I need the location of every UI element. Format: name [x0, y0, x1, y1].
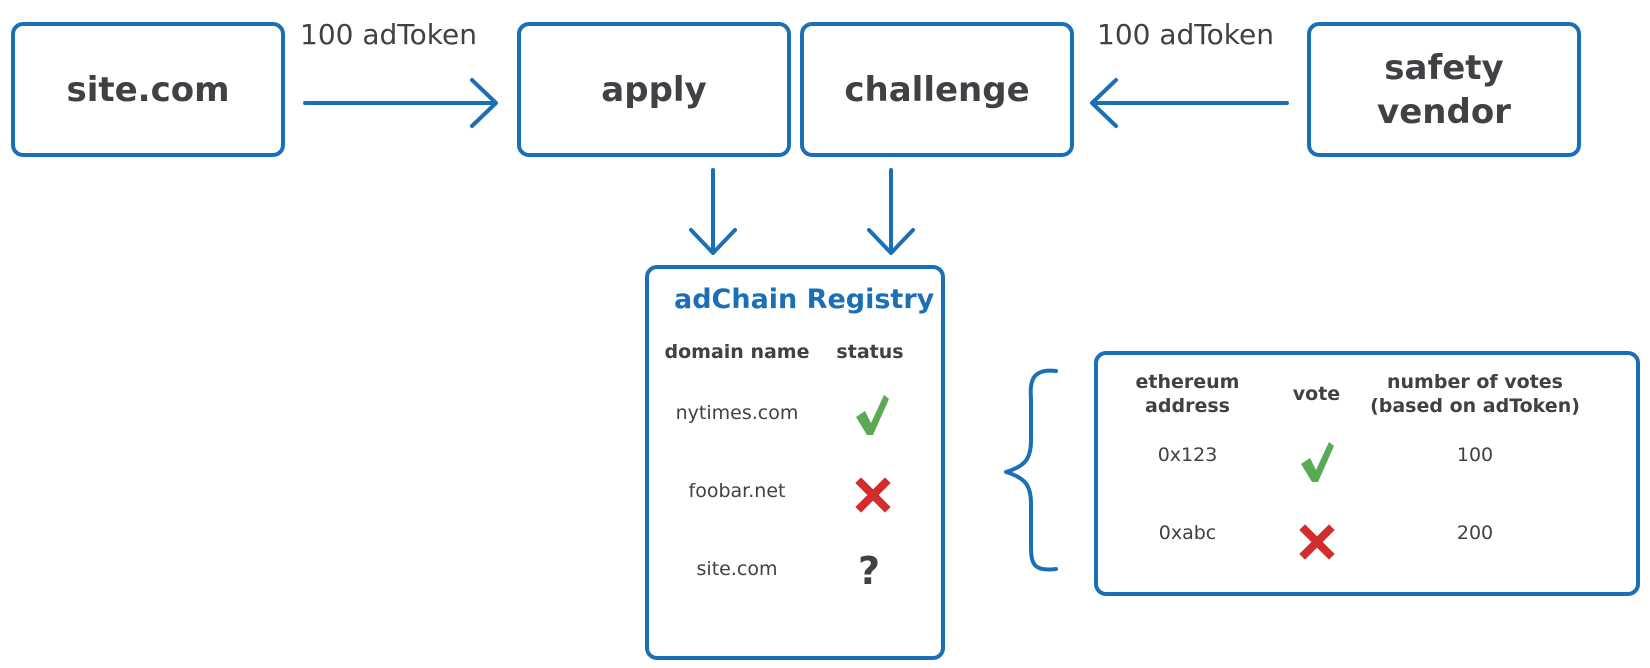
question-icon: ? — [858, 549, 881, 593]
registry-header-domain: domain name — [664, 341, 810, 363]
challenge-stake-label: 100 adToken — [1097, 18, 1274, 51]
node-safety-vendor: safety vendor — [1307, 22, 1581, 157]
cross-icon — [855, 477, 891, 513]
node-safety-vendor-line2: vendor — [1377, 91, 1511, 132]
node-challenge: challenge — [800, 22, 1074, 157]
node-site: site.com — [11, 22, 285, 157]
registry-row-1-domain: nytimes.com — [675, 402, 799, 424]
brace-icon — [1004, 368, 1058, 572]
votes-row-2-address: 0xabc — [1158, 522, 1217, 544]
check-icon — [856, 395, 889, 435]
arrow-site-to-apply-head — [470, 78, 498, 128]
votes-header-count: number of votes (based on adToken) — [1360, 370, 1590, 418]
registry-title: adChain Registry — [674, 284, 935, 315]
votes-header-address-line2: address — [1145, 395, 1230, 417]
registry-panel — [645, 265, 945, 660]
registry-header-status: status — [836, 341, 904, 363]
votes-row-1-address: 0x123 — [1157, 444, 1218, 466]
cross-icon — [1299, 524, 1335, 560]
votes-header-count-line1: number of votes — [1387, 371, 1563, 393]
node-apply: apply — [517, 22, 791, 157]
registry-row-2-domain: foobar.net — [688, 480, 786, 502]
votes-header-vote: vote — [1292, 383, 1341, 405]
node-apply-label: apply — [601, 69, 707, 110]
votes-header-address-line1: ethereum — [1135, 371, 1240, 393]
arrow-apply-to-registry-head — [689, 228, 737, 255]
node-safety-vendor-line1: safety — [1384, 47, 1504, 88]
votes-row-2-count: 200 — [1456, 522, 1494, 544]
votes-header-count-line2: (based on adToken) — [1370, 395, 1580, 417]
arrow-challenge-to-registry-head — [867, 228, 915, 255]
node-challenge-label: challenge — [844, 69, 1030, 110]
node-site-label: site.com — [66, 69, 230, 110]
check-icon — [1301, 442, 1334, 482]
votes-header-address: ethereum address — [1115, 370, 1260, 418]
votes-row-1-count: 100 — [1456, 444, 1494, 466]
apply-stake-label: 100 adToken — [300, 18, 477, 51]
votes-panel — [1094, 351, 1640, 596]
node-safety-vendor-label: safety vendor — [1311, 46, 1577, 134]
registry-row-3-domain: site.com — [696, 558, 778, 580]
arrow-vendor-to-challenge-head — [1090, 78, 1118, 128]
